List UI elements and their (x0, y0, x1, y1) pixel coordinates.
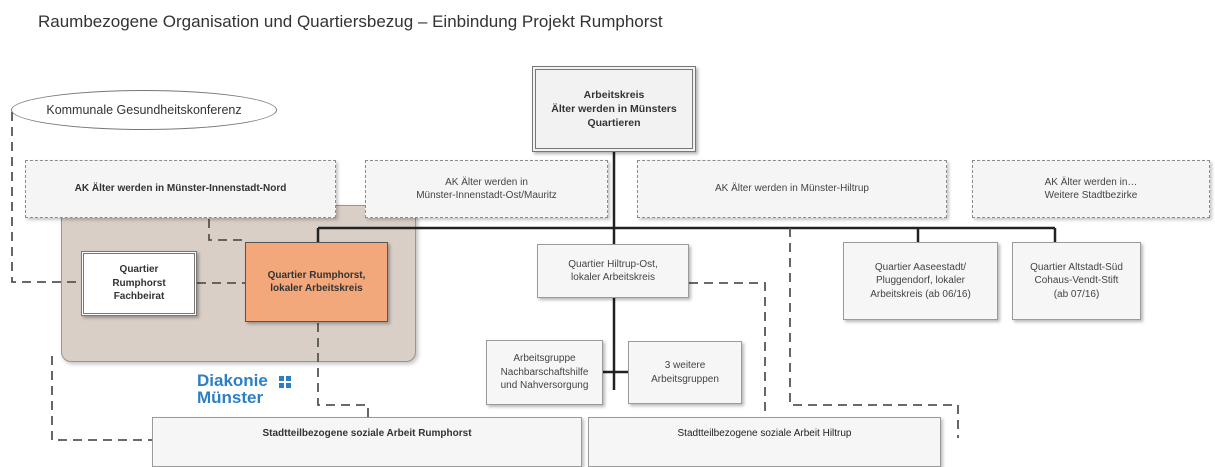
ak-weitere-box: AK Älter werden in… Weitere Stadtbezirke (972, 160, 1210, 218)
ak-innenstadt-ost-box: AK Älter werden in Münster-Innenstadt-Os… (365, 160, 608, 218)
altstadt-sued-line-2: Cohaus-Vendt-Stift (1034, 275, 1119, 287)
nachbarschaft-line-1: Arbeitsgruppe (513, 353, 576, 365)
central-line-2: Älter werden in Münsters (551, 102, 677, 115)
nachbarschaft-working-group-box: Arbeitsgruppe Nachbarschaftshilfe und Na… (486, 340, 603, 405)
dashed-hiltrup-ost-to-bottom (689, 282, 766, 418)
rumphorst-line-1: Quartier Rumphorst, (267, 269, 366, 281)
page-title: Raumbezogene Organisation und Quartiersb… (38, 12, 663, 31)
weitere-working-groups-box: 3 weitere Arbeitsgruppen (628, 341, 742, 404)
ak-hiltrup-label: AK Älter werden in Münster-Hiltrup (715, 183, 869, 195)
logo-line-1: Diakonie (197, 371, 268, 390)
ak-hiltrup-box: AK Älter werden in Münster-Hiltrup (637, 160, 947, 218)
altstadt-sued-line-3: (ab 07/16) (1053, 288, 1100, 300)
diakonie-logo: Diakonie Münster (197, 372, 291, 406)
central-line-3: Quartieren (587, 117, 641, 130)
ak-innenstadt-nord-label: AK Älter werden in Münster-Innenstadt-No… (74, 183, 287, 195)
dashed-conference-to-fachbeirat (11, 112, 86, 283)
solid-connectors (316, 152, 1057, 390)
central-working-circle-box: Arbeitskreis Älter werden in Münsters Qu… (532, 66, 696, 152)
diakonie-cross-icon (278, 375, 291, 388)
ak-innenstadt-ost-line-1: AK Älter werden in (445, 176, 528, 188)
dashed-connectors (11, 112, 959, 441)
hiltrup-ost-box: Quartier Hiltrup-Ost, lokaler Arbeitskre… (537, 244, 689, 298)
hiltrup-ost-line-2: lokaler Arbeitskreis (571, 272, 655, 283)
dashed-panel-to-bottom-left (51, 356, 152, 441)
fachbeirat-box: Quartier Rumphorst Fachbeirat (81, 251, 197, 316)
nachbarschaft-line-2: Nachbarschaftshilfe (500, 366, 589, 378)
rumphorst-line-2: lokaler Arbeitskreis (270, 283, 363, 294)
ak-innenstadt-ost-line-2: Münster-Innenstadt-Ost/Mauritz (416, 190, 557, 201)
aaseestadt-line-3: Arbeitskreis (ab 06/16) (870, 288, 971, 300)
altstadt-sued-box: Quartier Altstadt-Süd Cohaus-Vendt-Stift… (1012, 242, 1141, 320)
aaseestadt-line-1: Quartier Aaseestadt/ (874, 261, 967, 273)
altstadt-sued-line-1: Quartier Altstadt-Süd (1030, 261, 1123, 273)
rumphorst-quarter-box: Quartier Rumphorst, lokaler Arbeitskreis (245, 242, 388, 322)
central-line-1: Arbeitskreis (583, 88, 645, 101)
bottom-hiltrup-label: Stadtteilbezogene soziale Arbeit Hiltrup (677, 428, 852, 439)
aaseestadt-line-2: Pluggendorf, lokaler (876, 275, 965, 287)
bottom-box-rumphorst: Stadtteilbezogene soziale Arbeit Rumphor… (152, 417, 582, 467)
hiltrup-ost-line-1: Quartier Hiltrup-Ost, (568, 258, 658, 270)
weitere-groups-line-2: Arbeitsgruppen (651, 373, 719, 385)
fachbeirat-line-2: Rumphorst (112, 277, 166, 289)
ak-innenstadt-nord-box: AK Älter werden in Münster-Innenstadt-No… (25, 160, 336, 218)
nachbarschaft-line-3: und Nahversorgung (500, 380, 589, 392)
bottom-box-hiltrup: Stadtteilbezogene soziale Arbeit Hiltrup (588, 417, 941, 467)
ak-weitere-line-2: Weitere Stadtbezirke (1044, 190, 1138, 201)
conference-ellipse: Kommunale Gesundheitskonferenz (11, 90, 277, 130)
fachbeirat-line-3: Fachbeirat (113, 291, 165, 303)
aaseestadt-box: Quartier Aaseestadt/ Pluggendorf, lokale… (843, 242, 998, 320)
ak-weitere-line-1: AK Älter werden in… (1044, 176, 1138, 188)
logo-line-2: Münster (197, 388, 264, 407)
dashed-hiltrup-right-loop (789, 228, 959, 438)
dashed-rumphorst-to-bottom (317, 323, 369, 418)
fachbeirat-line-1: Quartier (119, 264, 159, 276)
dashed-nord-to-rumphorst (208, 219, 245, 241)
bottom-rumphorst-label: Stadtteilbezogene soziale Arbeit Rumphor… (262, 428, 472, 439)
weitere-groups-line-1: 3 weitere (664, 360, 706, 371)
